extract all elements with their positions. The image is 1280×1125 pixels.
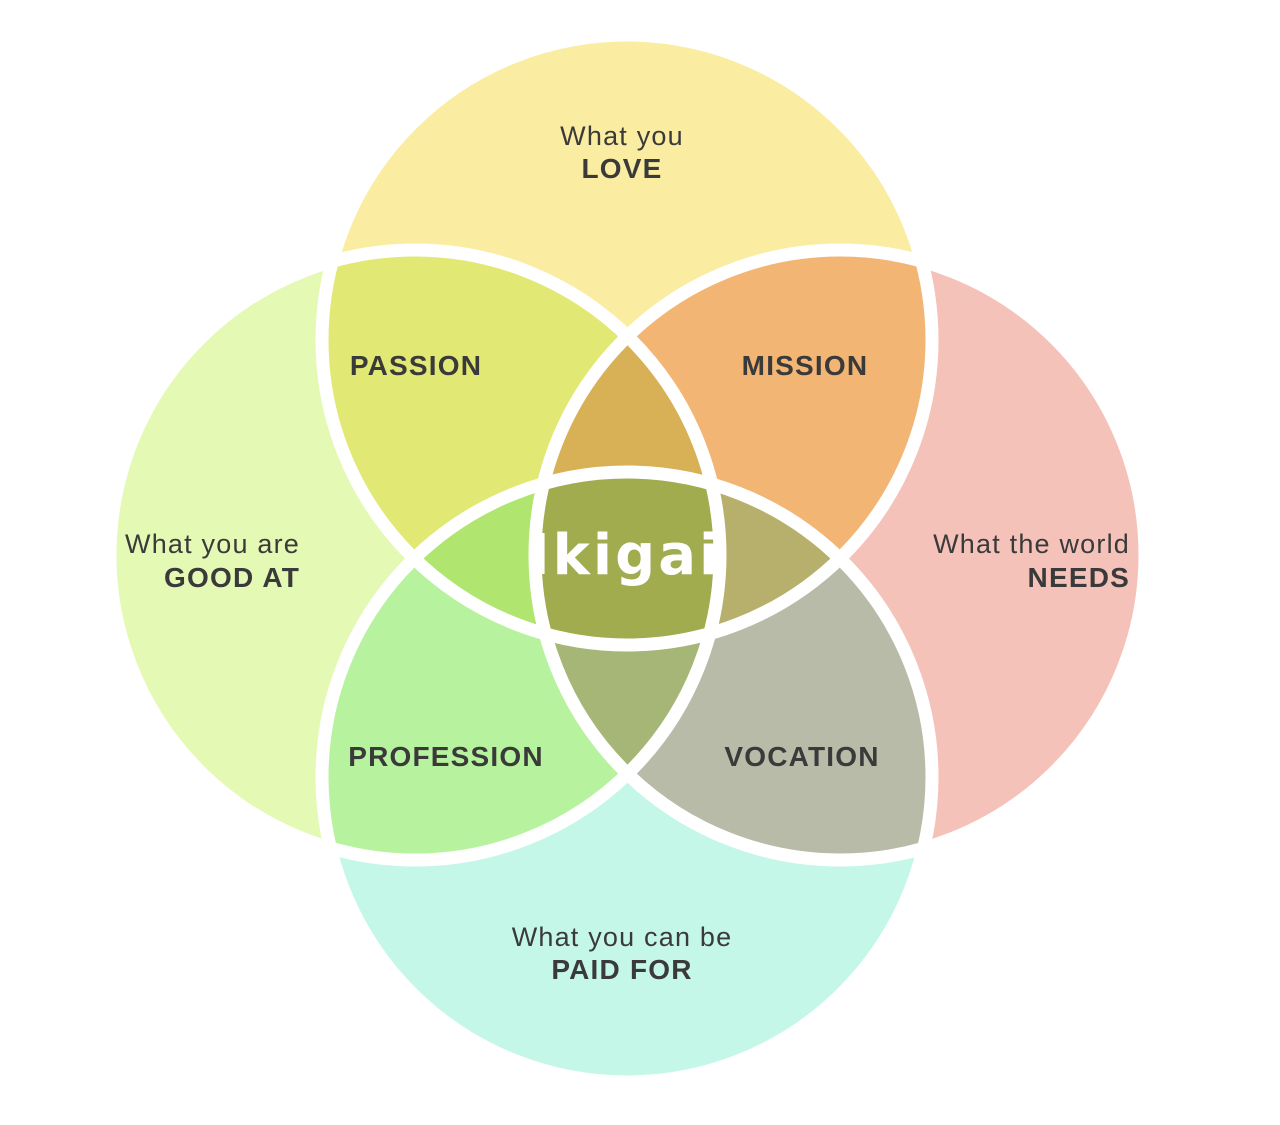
ikigai-label: Ikigai — [529, 523, 721, 588]
mission-label: MISSION — [742, 350, 869, 381]
outline-love — [315, 28, 939, 652]
paid-for-label-line2: PAID FOR — [551, 954, 692, 985]
good-at-label-line2: GOOD AT — [164, 562, 300, 593]
passion-label: PASSION — [350, 350, 482, 381]
good-at-label-line1: What you are — [125, 529, 300, 559]
outline-needs — [528, 243, 1152, 867]
love-label-line2: LOVE — [581, 153, 662, 184]
love-label-line1: What you — [560, 121, 684, 151]
circle-outlines — [103, 28, 1152, 1089]
needs-label-line1: What the world — [933, 529, 1130, 559]
paid-for-label-line1: What you can be — [512, 922, 733, 952]
outline-good-at — [103, 243, 727, 867]
outline-paid-for — [315, 465, 939, 1089]
vocation-label: VOCATION — [724, 741, 879, 772]
profession-label: PROFESSION — [348, 741, 544, 772]
needs-label-line2: NEEDS — [1028, 562, 1130, 593]
